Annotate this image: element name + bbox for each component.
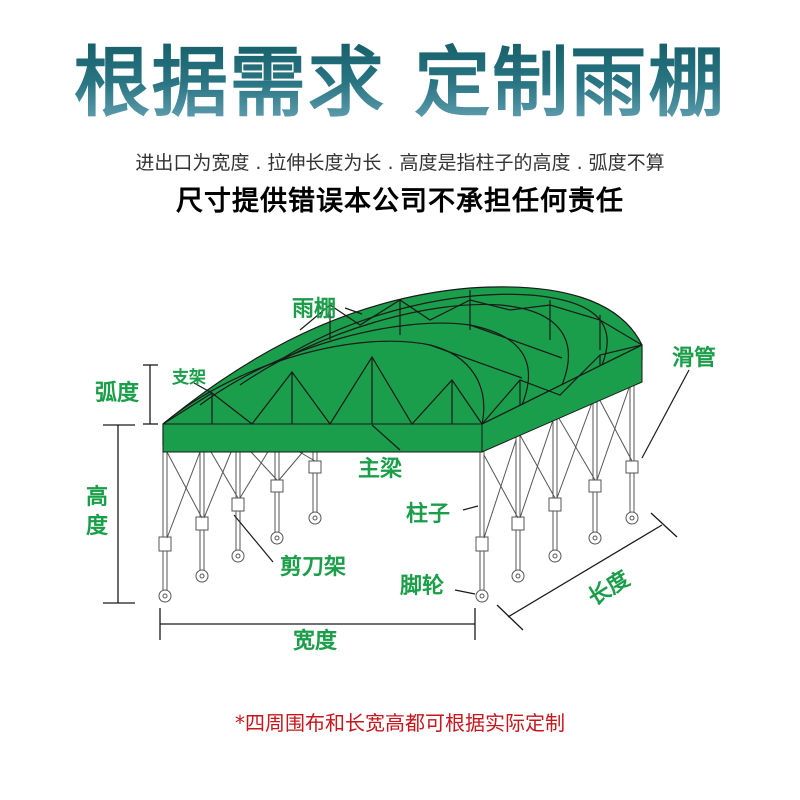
label-height-1: 高 <box>86 484 108 510</box>
leader-lines <box>193 307 690 595</box>
roof-arches <box>162 290 643 426</box>
label-arc: 弧度 <box>95 380 140 406</box>
canopy <box>162 286 643 453</box>
pillar-leg <box>511 420 525 583</box>
label-width: 宽度 <box>293 628 338 654</box>
pillar-leg <box>625 360 639 525</box>
label-slide-tube: 滑管 <box>672 345 716 371</box>
label-height-2: 度 <box>86 513 109 539</box>
label-length: 长度 <box>583 565 635 611</box>
customization-note: *四周围布和长宽高都可根据实际定制 <box>235 711 565 735</box>
label-bracket: 支架 <box>172 367 206 388</box>
pillar-leg <box>475 440 489 603</box>
label-pillar: 柱子 <box>406 502 450 527</box>
page-title: 根据需求 定制雨棚 <box>0 38 800 128</box>
label-main-beam: 主梁 <box>358 457 402 482</box>
disclaimer: 尺寸提供错误本公司不承担任何责任 <box>176 186 624 217</box>
dimension-instructions: 进出口为宽度 . 拉伸长度为长 . 高度是指柱子的高度 . 弧度不算 <box>135 152 665 174</box>
dimension-lines <box>103 364 678 640</box>
pillar-leg <box>548 400 562 563</box>
label-caster: 脚轮 <box>400 573 444 599</box>
label-scissor-frame: 剪刀架 <box>280 554 346 580</box>
label-canopy: 雨棚 <box>292 297 336 322</box>
legs-group <box>158 360 639 603</box>
